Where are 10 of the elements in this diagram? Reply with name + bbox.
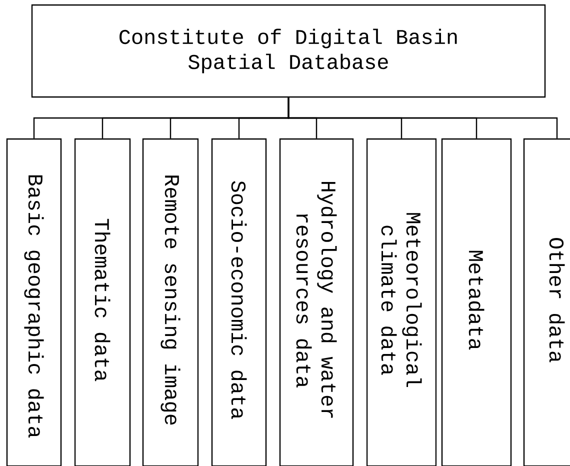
category-box: Other data bbox=[523, 138, 570, 466]
category-box: Metadata bbox=[441, 138, 512, 466]
category-box: Meteorological climate data bbox=[366, 138, 437, 466]
title-box: Constitute of Digital Basin Spatial Database bbox=[31, 4, 546, 98]
category-box: Socio-economic data bbox=[211, 138, 267, 466]
category-box: Remote sensing image bbox=[142, 138, 199, 466]
category-box: Thematic data bbox=[74, 138, 131, 466]
category-box: Hydrology and water resources data bbox=[279, 138, 354, 466]
connector-line bbox=[288, 98, 558, 138]
category-box: Basic geographic data bbox=[6, 138, 62, 466]
